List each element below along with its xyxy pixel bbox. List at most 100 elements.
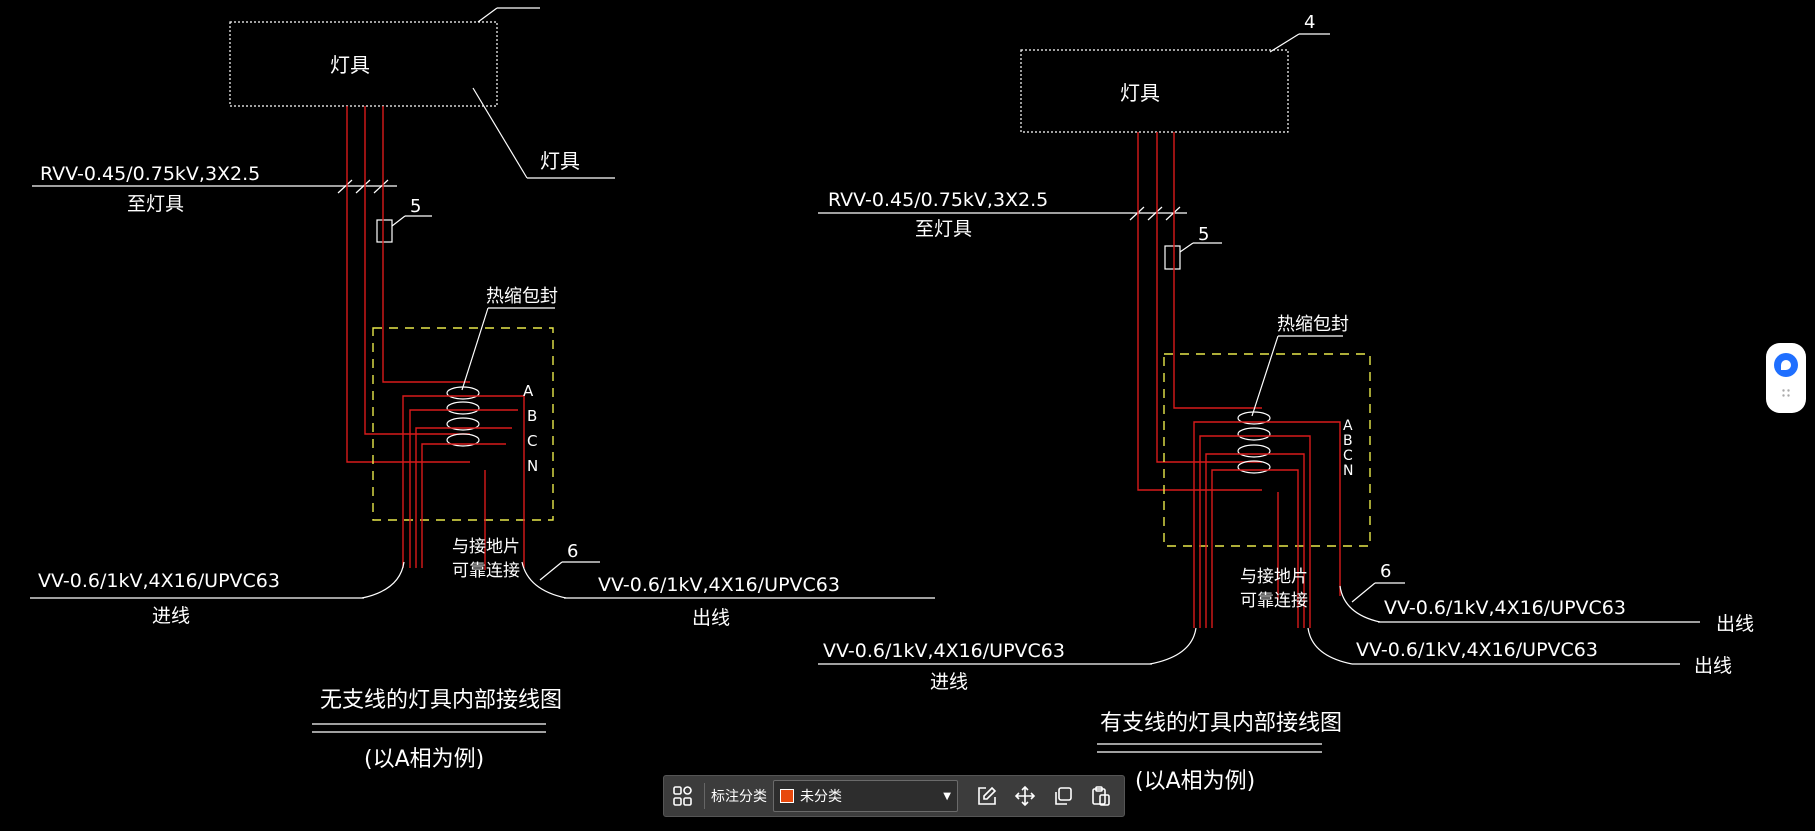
right-conduit-in xyxy=(1149,627,1197,665)
left-phase-label: B xyxy=(527,407,537,425)
category-color-swatch xyxy=(780,789,794,803)
right-fixture-tag: 4 xyxy=(1304,12,1315,33)
left-in-cable: VV-0.6/1kV,4X16/UPVC63 xyxy=(38,570,280,592)
left-bus-n xyxy=(421,443,506,568)
left-out-cable: VV-0.6/1kV,4X16/UPVC63 xyxy=(598,574,840,596)
left-fixture-label: 灯具 xyxy=(330,53,370,77)
left-bus-c xyxy=(415,427,512,568)
category-label: 标注分类 xyxy=(711,789,767,805)
right-enclosure xyxy=(1163,353,1371,547)
right-fuse-leader xyxy=(1179,242,1194,253)
right-phase-label: N xyxy=(1343,463,1353,479)
left-subtitle: (以A相为例) xyxy=(364,747,484,772)
right-out-label-2: 出线 xyxy=(1694,655,1732,677)
left-wire-c xyxy=(364,106,470,435)
left-heat-shrink: 热缩包封 xyxy=(486,286,558,307)
right-conduit-out-2 xyxy=(1307,627,1353,665)
left-fixture-leader-top xyxy=(477,7,498,23)
right-phase-label: C xyxy=(1343,448,1353,464)
left-out-label: 出线 xyxy=(692,607,730,629)
left-tag-6-leader xyxy=(539,561,563,581)
right-fuse-tag: 5 xyxy=(1198,224,1209,245)
left-fixture-box xyxy=(229,21,498,107)
left-tag-6: 6 xyxy=(567,541,578,562)
left-wire-n xyxy=(346,106,470,463)
right-in-label: 进线 xyxy=(930,671,968,693)
right-wire-c xyxy=(1156,132,1262,463)
right-connector-a xyxy=(1237,411,1271,425)
left-connector-a xyxy=(446,386,480,400)
left-ground-note-1: 与接地片 xyxy=(452,537,520,557)
right-diagram: 灯具 4 RVV-0.45/0.75kV,3X2.5 至灯具 5 热缩包封 A … xyxy=(818,12,1754,794)
right-phase-label: B xyxy=(1343,433,1353,449)
right-subtitle: (以A相为例) xyxy=(1135,769,1255,794)
right-tag-6-leader xyxy=(1351,582,1376,603)
toolbar-divider xyxy=(704,783,705,809)
right-phase-label: A xyxy=(1343,418,1353,434)
left-fixture-callout-leader xyxy=(472,87,528,179)
left-connector-n xyxy=(446,433,480,447)
right-bus-b xyxy=(1199,435,1311,628)
right-fixture-label: 灯具 xyxy=(1120,81,1160,105)
right-ground-note-2: 可靠连接 xyxy=(1240,591,1308,611)
right-fuse xyxy=(1164,245,1181,270)
left-cable-tick xyxy=(337,179,353,194)
right-bus-c xyxy=(1205,453,1305,628)
left-cable-tick xyxy=(355,179,371,194)
drag-handle-icon[interactable] xyxy=(1781,388,1791,398)
right-tag-6: 6 xyxy=(1380,561,1391,582)
right-cable-spec: RVV-0.45/0.75kV,3X2.5 xyxy=(828,189,1048,211)
left-cable-spec: RVV-0.45/0.75kV,3X2.5 xyxy=(40,163,260,185)
category-dropdown[interactable]: 未分类 ▼ xyxy=(773,780,958,812)
right-connector-b xyxy=(1237,427,1271,441)
right-heat-shrink-leader xyxy=(1251,335,1279,417)
left-fuse-tag: 5 xyxy=(410,196,421,217)
move-icon[interactable] xyxy=(1006,776,1044,816)
left-connector-b xyxy=(446,401,480,415)
right-bus-n xyxy=(1211,469,1299,628)
annotation-toolbar: 标注分类 未分类 ▼ xyxy=(663,775,1125,817)
left-bus-a xyxy=(402,395,525,568)
right-cable-tick xyxy=(1129,206,1145,221)
right-cable-dest: 至灯具 xyxy=(915,218,972,240)
right-conduit-out-1 xyxy=(1339,585,1381,623)
left-phase-label: N xyxy=(527,457,538,475)
left-phase-label: A xyxy=(523,382,534,400)
left-phase-label: C xyxy=(527,432,537,450)
right-cable-tick xyxy=(1165,206,1181,221)
floating-assistant-widget[interactable] xyxy=(1766,343,1806,413)
copy-icon[interactable] xyxy=(1044,776,1082,816)
left-diagram: 灯具 灯具 RVV-0.45/0.75kV,3X2.5 至灯具 5 热缩包封 xyxy=(30,7,935,772)
left-heat-shrink-leader xyxy=(461,307,489,391)
category-value: 未分类 xyxy=(800,789,842,805)
right-ground-note-1: 与接地片 xyxy=(1240,567,1308,587)
assistant-icon[interactable] xyxy=(1773,352,1799,378)
right-bus-a xyxy=(1193,421,1341,628)
right-out-label-1: 出线 xyxy=(1716,613,1754,635)
paste-icon[interactable] xyxy=(1082,776,1120,816)
left-fuse-leader xyxy=(391,215,406,227)
right-fixture-box xyxy=(1020,49,1289,133)
grid-icon[interactable] xyxy=(664,776,702,816)
right-connector-c xyxy=(1237,444,1271,458)
right-cable-tick xyxy=(1147,206,1163,221)
edit-icon[interactable] xyxy=(968,776,1006,816)
left-fuse xyxy=(376,219,393,243)
right-fixture-tag-leader xyxy=(1269,33,1300,53)
right-in-cable: VV-0.6/1kV,4X16/UPVC63 xyxy=(823,640,1065,662)
chevron-down-icon: ▼ xyxy=(943,790,951,802)
left-conduit-out xyxy=(521,561,567,599)
left-cable-tick xyxy=(373,179,389,194)
left-enclosure xyxy=(372,327,554,521)
right-out-cable-1: VV-0.6/1kV,4X16/UPVC63 xyxy=(1384,597,1626,619)
right-heat-shrink: 热缩包封 xyxy=(1277,314,1349,335)
right-wire-a xyxy=(1173,132,1262,409)
left-title: 无支线的灯具内部接线图 xyxy=(320,688,562,713)
right-out-cable-2: VV-0.6/1kV,4X16/UPVC63 xyxy=(1356,639,1598,661)
left-connector-c xyxy=(446,417,480,431)
left-conduit-in xyxy=(361,561,405,599)
left-in-label: 进线 xyxy=(152,605,190,627)
left-wire-a xyxy=(382,106,470,383)
left-cable-dest: 至灯具 xyxy=(127,193,184,215)
